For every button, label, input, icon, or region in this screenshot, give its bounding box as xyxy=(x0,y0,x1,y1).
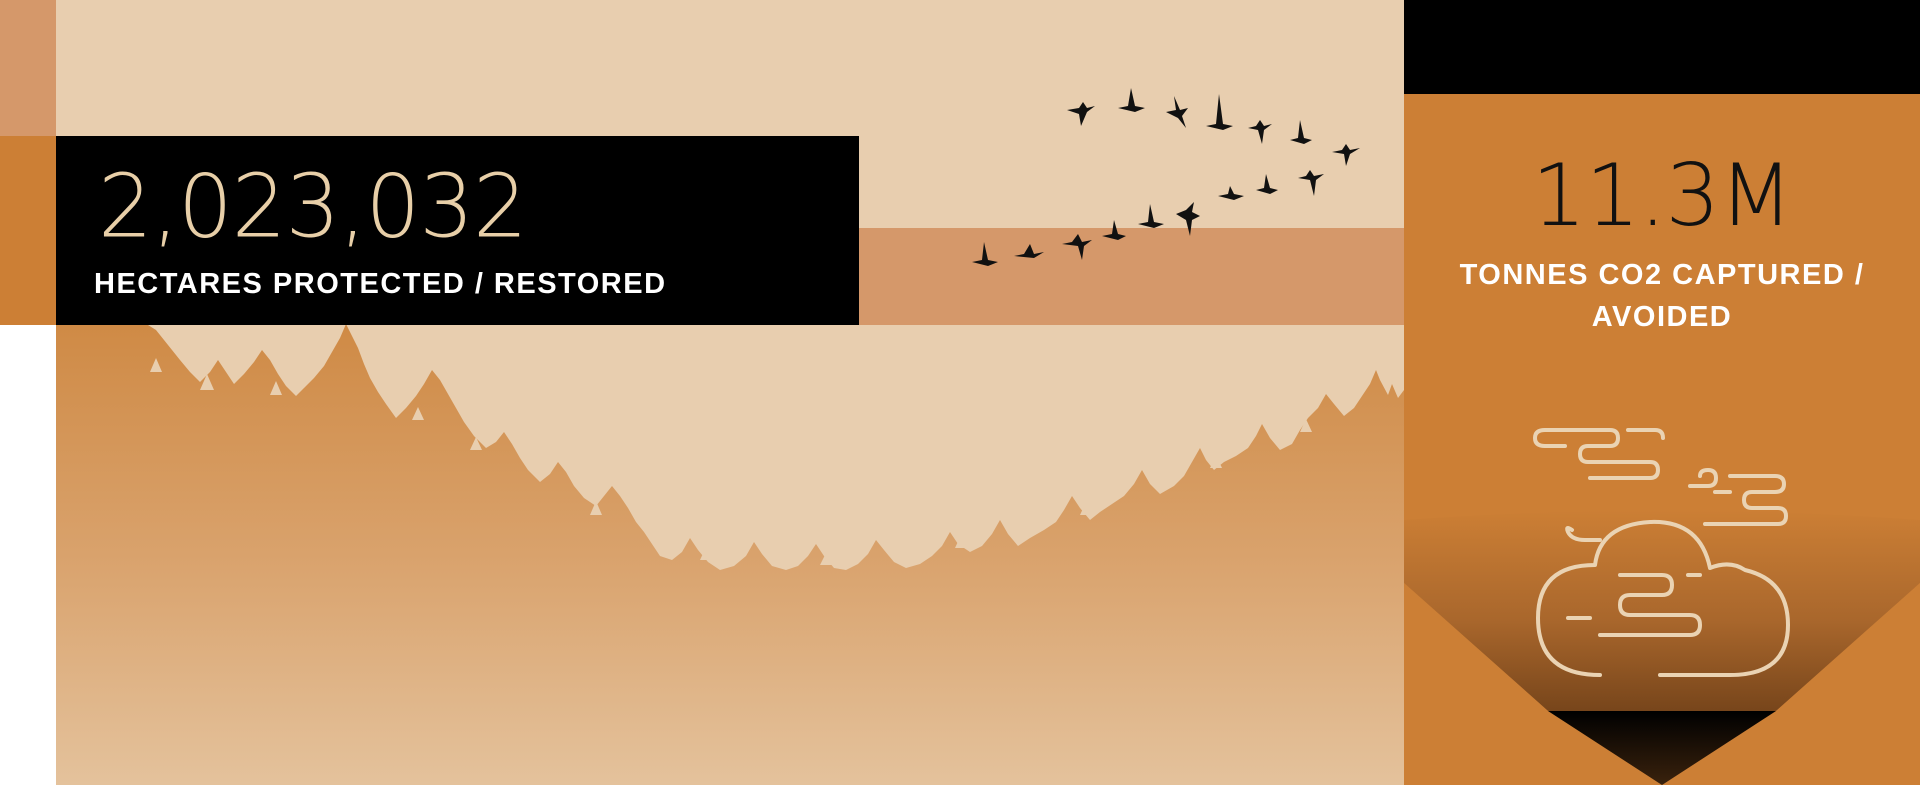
right-panel-top-bar xyxy=(1404,0,1920,94)
funnel-left-side xyxy=(1404,583,1548,711)
funnel-tip xyxy=(1548,711,1776,785)
clouds-icon xyxy=(1533,428,1790,677)
left-strip-top xyxy=(0,0,56,136)
hectares-label: HECTARES PROTECTED / RESTORED xyxy=(94,268,667,300)
funnel-right-side xyxy=(1776,583,1920,711)
funnel-shade xyxy=(1404,510,1920,711)
forest-silhouette xyxy=(56,324,1404,785)
carbon-label: TONNES CO2 CAPTURED / AVOIDED xyxy=(1459,259,1865,333)
hectares-value: 2,023,032 xyxy=(98,155,528,258)
left-strip-middle xyxy=(0,136,56,325)
carbon-value: 11.3M xyxy=(1531,146,1794,246)
carbon-stat-panel: 11.3M TONNES CO2 CAPTURED / AVOIDED xyxy=(1404,150,1920,338)
horizon-band xyxy=(859,228,1404,325)
left-strip-bottom xyxy=(0,325,56,785)
flock-of-geese-icon xyxy=(972,88,1360,266)
hectares-stat-panel: 2,023,032 HECTARES PROTECTED / RESTORED xyxy=(56,136,859,325)
